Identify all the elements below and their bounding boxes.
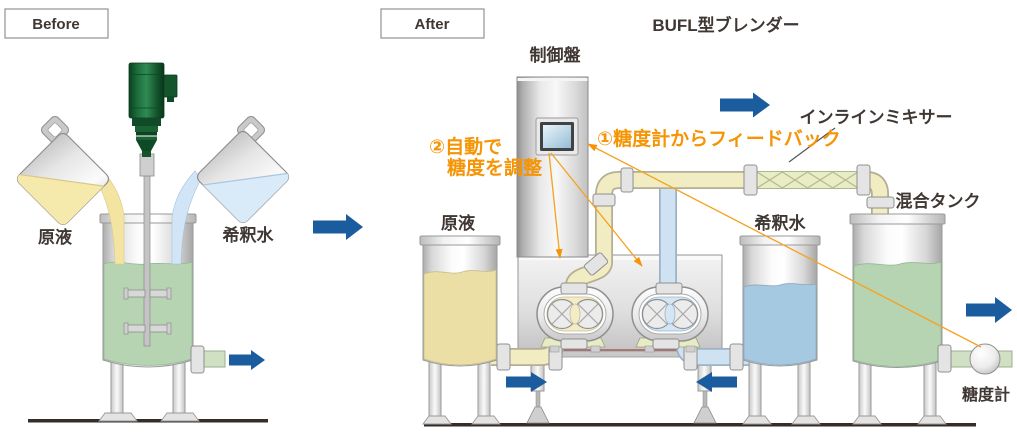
- inline-mixer-label: インラインミキサー: [800, 108, 953, 127]
- after-section: After BUFL型ブレンダー: [380, 8, 1013, 427]
- motor-neck: [135, 126, 158, 132]
- dilution-water-pitcher: [196, 116, 290, 224]
- raw-inflow-arrow-icon: [506, 372, 547, 392]
- tank-rim: [739, 235, 821, 246]
- after-raw-tank: [419, 235, 501, 425]
- before-tank-foot: [160, 412, 200, 422]
- pipe-flange: [866, 196, 895, 209]
- raw-liquid-stream: [94, 168, 125, 265]
- before-tag-box: [4, 8, 109, 39]
- water-tank-liquid: [743, 283, 817, 366]
- before-tank-foot: [98, 412, 138, 422]
- after-raw-liquid-label: 原液: [441, 213, 475, 233]
- water-pump: [631, 282, 709, 353]
- mixer-flange: [856, 164, 871, 196]
- before-water-label: 希釈水: [223, 225, 275, 245]
- raw-liquid-pump: [536, 282, 614, 353]
- control-to-pump2-line: [550, 152, 643, 267]
- before-outflow-arrow-icon: [229, 350, 265, 370]
- pipe-flange: [592, 193, 616, 207]
- mixer-flange: [743, 164, 758, 196]
- pipe-flange: [583, 252, 609, 276]
- mixing-tank-liquid: [853, 261, 942, 367]
- diagram-title: BUFL型ブレンダー: [652, 15, 799, 35]
- pump-port-flange: [560, 338, 588, 350]
- pipe-flange: [729, 343, 744, 371]
- sugar-meter-label: 糖度計: [962, 385, 1010, 404]
- before-tank-leg: [172, 359, 186, 415]
- after-tag-box: [380, 8, 485, 39]
- note-feedback: ①糖度計からフィードバック: [597, 127, 841, 150]
- tank-leg: [923, 362, 937, 418]
- raw-liquid-pitcher: [16, 116, 110, 226]
- before-tank-leg: [110, 359, 124, 415]
- pipe-flange: [937, 344, 952, 373]
- agitator-paddle: [123, 287, 172, 300]
- before-outlet-pipe: [202, 350, 226, 368]
- note-auto-line1: ②自動で: [429, 135, 502, 158]
- inline-mixer: [743, 164, 871, 196]
- pipe-flange: [620, 167, 634, 193]
- flow-arrow-top-icon: [720, 92, 770, 118]
- agitator-motor: [128, 62, 178, 177]
- tank-leg: [748, 361, 762, 418]
- after-water-label: 希釈水: [755, 213, 807, 233]
- control-panel: [516, 76, 589, 258]
- pump-port-flange: [652, 338, 680, 350]
- motor-chuck: [136, 140, 157, 151]
- motor-body: [128, 62, 165, 119]
- motor-junction-notch: [167, 97, 174, 102]
- tank-rim: [419, 235, 501, 246]
- main-transfer-pipe: [565, 171, 889, 293]
- panel-screen: [535, 117, 579, 156]
- control-panel-cabinet: [516, 76, 589, 258]
- sugar-meter-sphere: [969, 343, 1001, 375]
- before-after-arrow-icon: [313, 214, 363, 240]
- water-stream: [171, 170, 202, 265]
- raw-tank-liquid: [423, 269, 497, 366]
- mixing-tank-label: 混合タンク: [896, 191, 981, 211]
- tank-leg: [477, 361, 491, 418]
- tank-leg: [858, 362, 872, 418]
- feedback-line: [587, 143, 982, 348]
- after-water-tank: [739, 235, 821, 425]
- skid-adjustable-foot: [526, 356, 550, 424]
- before-outlet-flange: [190, 345, 205, 374]
- motor-coupling: [139, 153, 155, 177]
- tank-rim: [849, 213, 946, 225]
- annotation-lines: [548, 143, 982, 348]
- after-tag-label: After: [414, 16, 449, 33]
- pump-port-flange: [655, 282, 683, 295]
- water-inflow-arrow-icon: [696, 372, 737, 392]
- agitator-paddle: [123, 322, 172, 335]
- pipe-flange: [496, 343, 511, 371]
- before-raw-liquid-label: 原液: [38, 227, 72, 247]
- mixer-pointer-line: [788, 127, 836, 163]
- motor-junction-box: [163, 74, 178, 98]
- tank-leg: [797, 361, 811, 418]
- tank-leg: [428, 361, 442, 418]
- note-auto-line2: 糖度を調整: [447, 156, 542, 179]
- control-to-pump1-line: [548, 152, 563, 259]
- agitator-shaft: [143, 149, 151, 347]
- motor-neck: [132, 118, 161, 126]
- outflow-arrow-icon: [966, 297, 1012, 323]
- before-tag-label: Before: [32, 16, 80, 33]
- control-panel-label: 制御盤: [530, 45, 582, 65]
- before-section: Before: [4, 8, 290, 423]
- pump-port-flange: [560, 282, 588, 295]
